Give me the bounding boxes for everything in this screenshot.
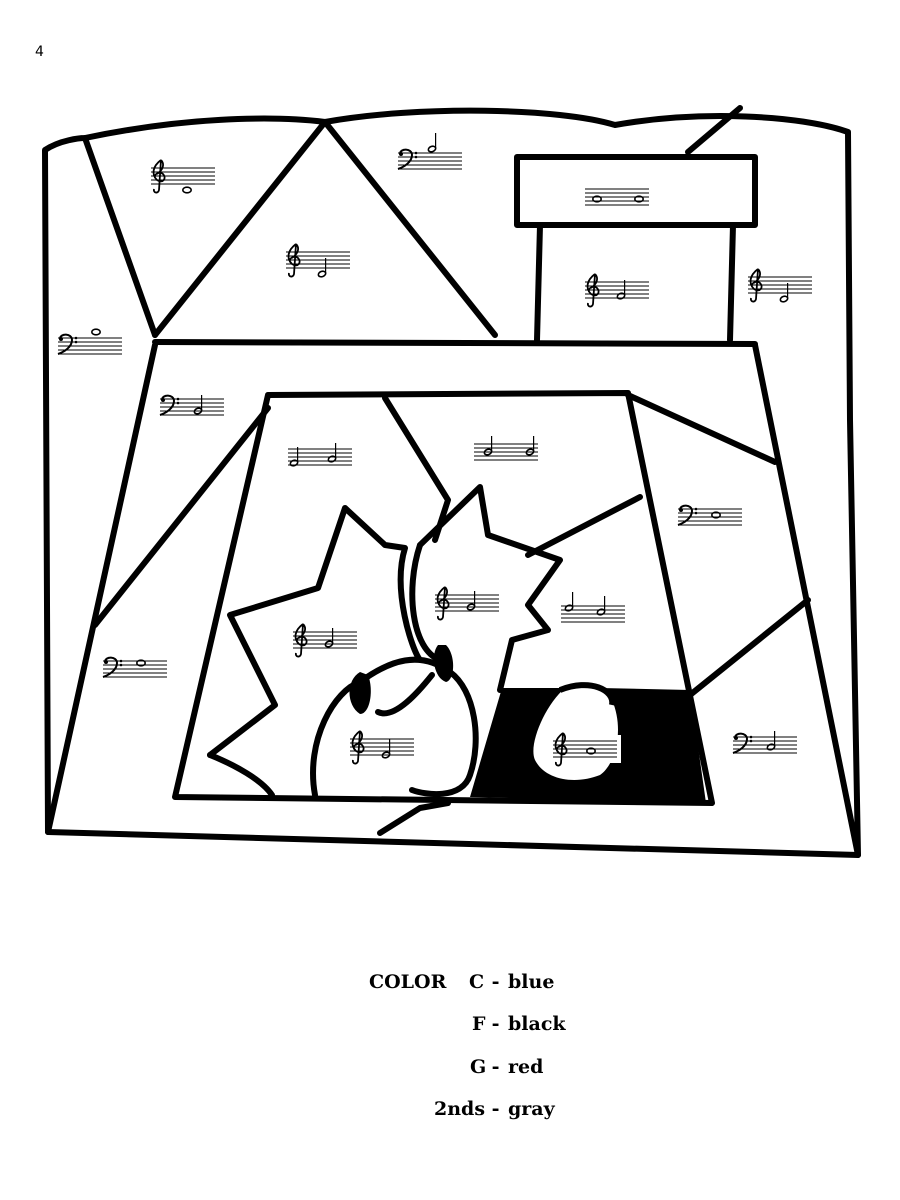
flame-left bbox=[207, 505, 423, 758]
music-staff-13 bbox=[560, 591, 626, 623]
music-staff-10 bbox=[473, 435, 539, 461]
music-staff-16 bbox=[349, 730, 415, 765]
whole-note-icon bbox=[182, 186, 192, 194]
log-black-shape bbox=[470, 688, 706, 803]
half-note-icon bbox=[426, 132, 438, 154]
whole-note-icon bbox=[91, 328, 101, 336]
music-staff-3 bbox=[584, 188, 650, 206]
music-staff-17 bbox=[549, 732, 621, 767]
half-note-icon bbox=[323, 627, 335, 649]
flame-right bbox=[417, 484, 563, 693]
half-note-icon bbox=[482, 435, 494, 457]
music-staff-14 bbox=[292, 623, 358, 658]
music-staff-1 bbox=[150, 159, 216, 194]
music-staff-2 bbox=[397, 132, 463, 170]
music-staff-8 bbox=[159, 394, 225, 416]
animal-shape bbox=[310, 656, 479, 798]
music-staff-12 bbox=[434, 586, 500, 621]
music-staff-18 bbox=[732, 730, 798, 754]
music-staff-6 bbox=[747, 268, 813, 304]
half-note-icon bbox=[465, 590, 477, 612]
frame-outline bbox=[42, 107, 861, 858]
music-staff-4 bbox=[285, 243, 351, 279]
ear-left bbox=[349, 672, 371, 714]
music-staff-9 bbox=[287, 442, 353, 468]
fireplace-opening bbox=[172, 390, 715, 806]
page-number: 4 bbox=[35, 44, 44, 60]
half-note-icon bbox=[524, 435, 536, 457]
half-note-icon bbox=[380, 738, 392, 760]
half-note-icon bbox=[563, 591, 575, 613]
half-note-icon bbox=[192, 394, 204, 416]
ear-right bbox=[433, 645, 454, 682]
music-staff-5 bbox=[584, 273, 650, 308]
music-staff-15 bbox=[102, 656, 168, 678]
music-staff-11 bbox=[677, 504, 743, 526]
music-staff-7 bbox=[57, 328, 123, 355]
